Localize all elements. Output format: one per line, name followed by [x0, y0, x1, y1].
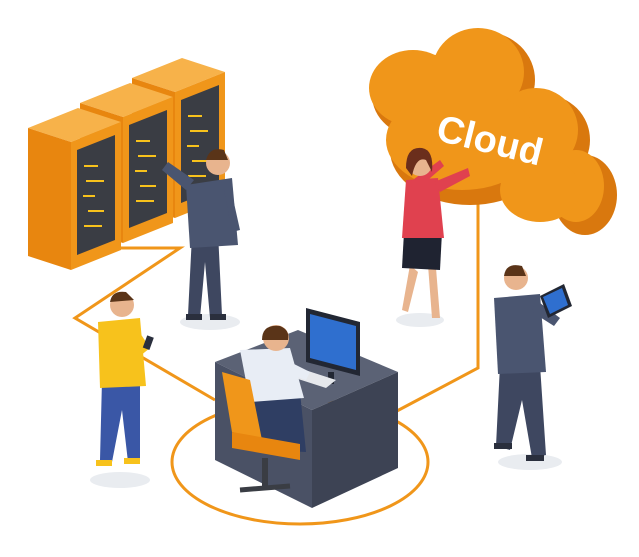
server-rack-icon: [28, 108, 121, 270]
connector-lines: [72, 200, 480, 526]
cloud-icon: Cloud: [369, 28, 617, 235]
office-chair-icon: [222, 372, 300, 493]
desk-workstation: [215, 308, 398, 508]
desktop-monitor-icon: [306, 308, 360, 384]
server-lights: [83, 115, 208, 227]
man-with-phone: [90, 291, 154, 488]
connector-cloud-to-desk: [394, 200, 480, 414]
connector-server-to-desk: [72, 246, 216, 402]
server-racks: [28, 58, 225, 270]
man-at-server: [162, 149, 240, 330]
man-with-tablet: [494, 265, 572, 470]
tablet-icon: [540, 284, 572, 318]
smartphone-icon: [142, 335, 154, 350]
woman-at-cloud: [396, 147, 470, 327]
